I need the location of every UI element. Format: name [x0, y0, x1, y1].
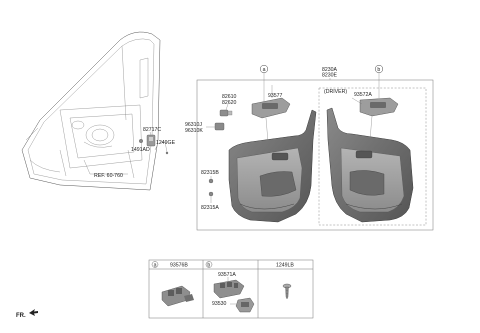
callout-b-top: b — [374, 64, 384, 98]
callout-a-top: a — [259, 64, 269, 104]
switch-bracket-right — [351, 97, 399, 141]
switch-93576B-image — [161, 285, 194, 307]
label-1249GE: 1249GE — [156, 140, 176, 146]
label-82610: 82610 — [222, 94, 237, 100]
label-96310K: 96310K — [185, 128, 203, 134]
assembly-frame — [196, 79, 434, 231]
label-82620: 82620 — [222, 100, 237, 106]
part-82610-group — [219, 103, 233, 117]
svg-text:a: a — [154, 262, 157, 268]
ref-label: REF. 60-760 — [94, 173, 123, 179]
door-trim-panel-right — [326, 107, 414, 223]
door-body-outline — [21, 31, 161, 191]
driver-dashed-box — [318, 87, 427, 226]
arrow-icon — [29, 309, 38, 316]
legend-code-93571A: 93571A — [218, 272, 236, 278]
label-8230E: 8230E — [322, 73, 338, 79]
legend-table — [148, 259, 314, 319]
label-driver: (DRIVER) — [324, 89, 347, 95]
door-trim-panel-left — [228, 109, 317, 223]
clip-82315A — [208, 191, 214, 203]
ref-leader — [83, 159, 128, 175]
label-8230A: 8230A — [322, 67, 338, 73]
legend-code-93576B: 93576B — [170, 263, 188, 269]
legend-cell-b: b 93571A 93530 — [205, 261, 255, 313]
svg-text:FR.: FR. — [16, 313, 26, 319]
part-82717C-group — [139, 131, 169, 155]
legend-cell-a: a 93576B — [151, 261, 194, 307]
label-1491AD: 1491AD — [131, 147, 150, 153]
label-96310J: 96310J — [185, 122, 202, 128]
switch-93530-image — [230, 297, 255, 313]
part-96310-group — [206, 122, 225, 131]
label-93577: 93577 — [268, 93, 283, 99]
legend-code-93530: 93530 — [212, 301, 227, 307]
label-93572A: 93572A — [354, 92, 372, 98]
screw-1249LB-image — [282, 283, 292, 300]
clip-82315B — [208, 176, 214, 184]
front-direction-marker: FR. — [16, 309, 38, 319]
legend-code-1249LB: 1249LB — [276, 263, 294, 269]
svg-text:b: b — [207, 262, 210, 268]
switch-bracket-left — [251, 85, 291, 143]
label-82315A: 82315A — [201, 205, 219, 211]
svg-text:a: a — [263, 67, 266, 73]
switch-93571A-image — [213, 277, 245, 299]
legend-cell-1249LB: 1249LB — [276, 263, 294, 300]
label-82315B: 82315B — [201, 170, 219, 176]
svg-text:b: b — [377, 67, 380, 73]
label-82717C: 82717C — [143, 127, 161, 133]
